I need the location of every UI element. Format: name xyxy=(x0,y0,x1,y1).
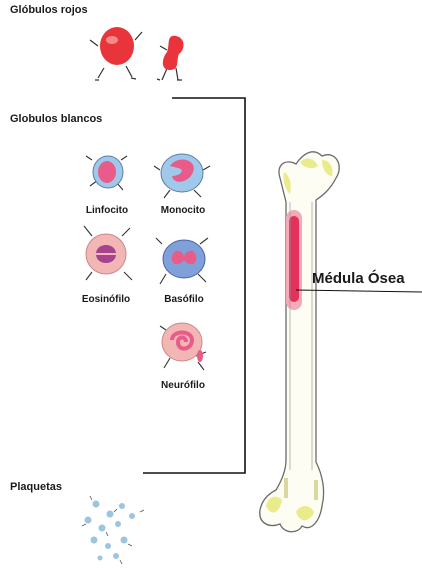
bracket-line xyxy=(143,98,245,473)
eosinophil-icon xyxy=(84,226,132,280)
monocyte-label: Monocito xyxy=(143,205,223,216)
platelets-icon xyxy=(82,496,144,564)
femur-bone-icon xyxy=(260,152,339,532)
neutrophil-icon xyxy=(160,323,206,370)
eosinophil-label: Eosinófilo xyxy=(66,294,146,305)
neutrophil-label: Neurófilo xyxy=(143,380,223,391)
bone-marrow-label: Médula Ósea xyxy=(312,270,405,287)
lymphocyte-icon xyxy=(86,156,127,190)
monocyte-icon xyxy=(154,154,210,198)
white-cells-title: Globulos blancos xyxy=(10,113,102,125)
basophil-label: Basófilo xyxy=(144,294,224,305)
platelets-title: Plaquetas xyxy=(10,481,62,493)
basophil-icon xyxy=(156,238,208,284)
red-cells-title: Glóbulos rojos xyxy=(10,4,88,16)
red-blood-cell-icon xyxy=(90,27,142,80)
red-blood-cell-tall-icon xyxy=(157,36,184,80)
lymphocyte-label: Linfocito xyxy=(67,205,147,216)
